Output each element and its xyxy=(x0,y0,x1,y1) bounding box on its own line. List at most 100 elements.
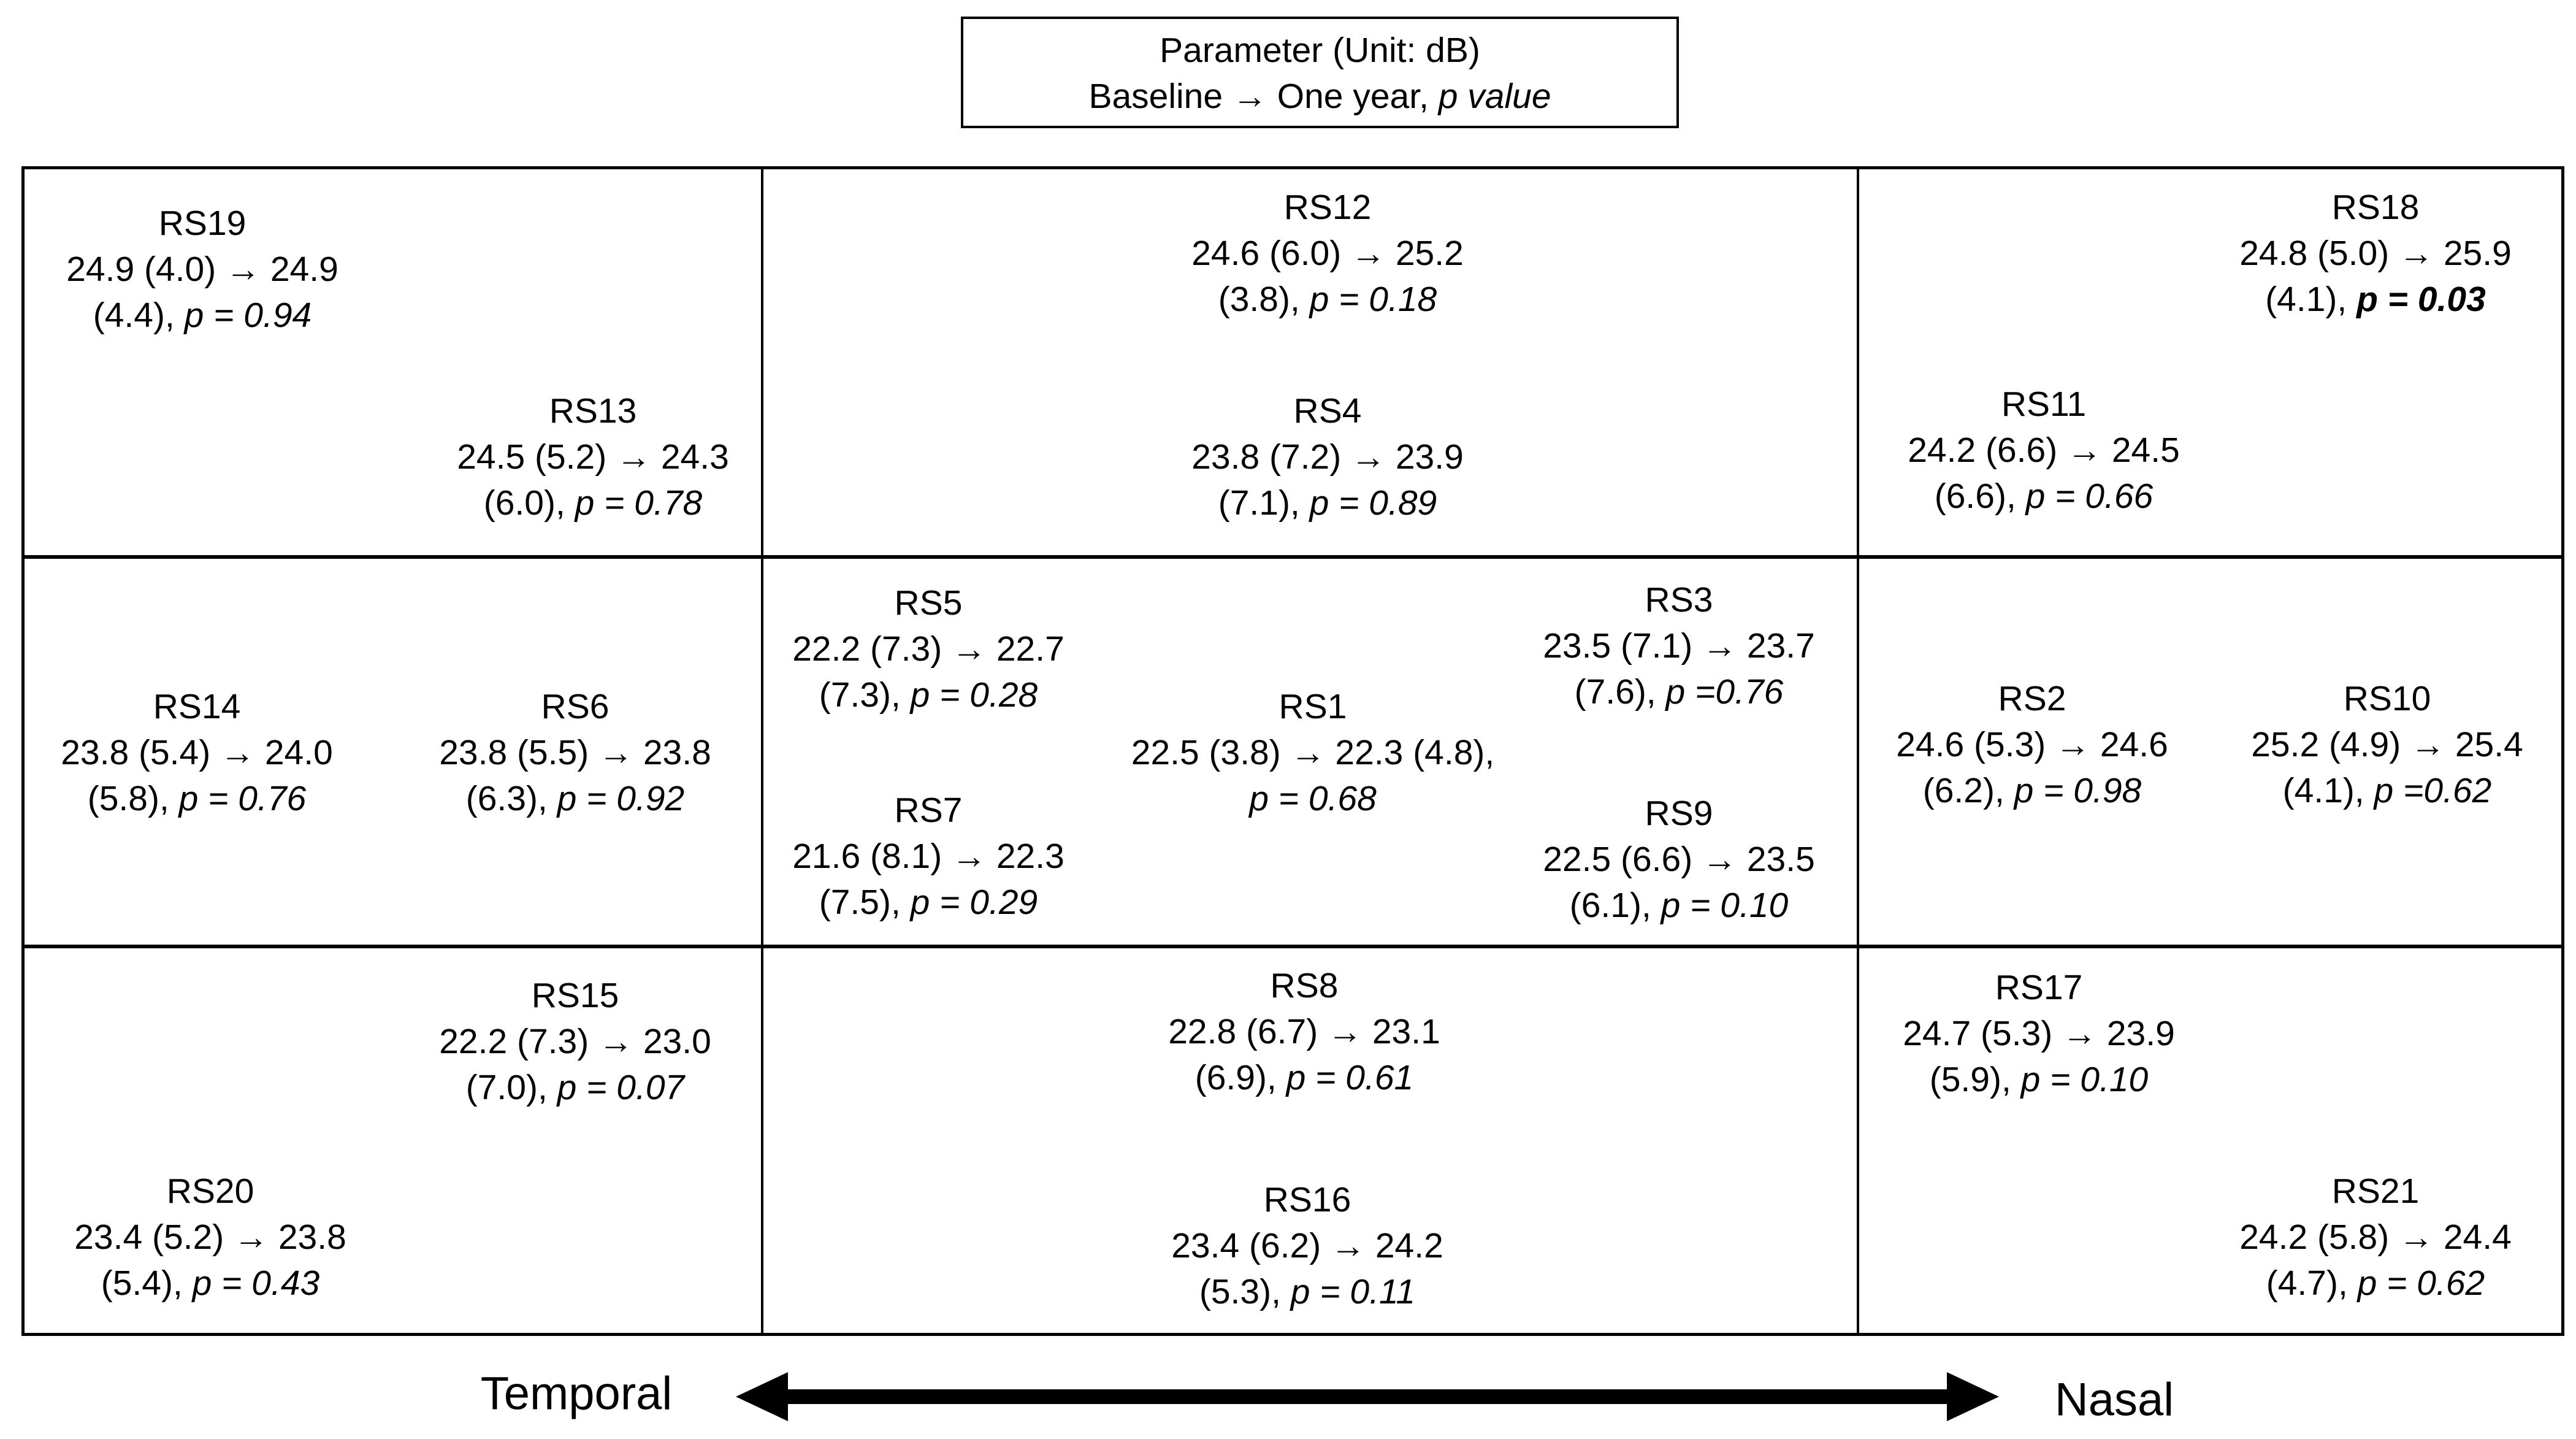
sector-sd-p: (7.1), p = 0.89 xyxy=(1218,483,1437,523)
p-value: p = 0.62 xyxy=(2357,1264,2485,1303)
sector-name: RS13 xyxy=(549,391,637,431)
sector-values: 24.9 (4.0) → 24.9 xyxy=(66,250,338,289)
p-value: p = 0.43 xyxy=(192,1264,320,1303)
sector-values: 24.7 (5.3) → 23.9 xyxy=(1903,1014,2175,1053)
p-value: p = 0.92 xyxy=(557,779,685,818)
sector-values: 23.8 (7.2) → 23.9 xyxy=(1191,437,1464,477)
sector-name: RS12 xyxy=(1283,188,1372,227)
sector-sd-p: (6.1), p = 0.10 xyxy=(1569,886,1789,925)
sector-name: RS17 xyxy=(1995,968,2083,1007)
sector-rs20: RS20 23.4 (5.2) → 23.8 (5.4), p = 0.43 xyxy=(74,1168,346,1307)
sector-rs6: RS6 23.8 (5.5) → 23.8 (6.3), p = 0.92 xyxy=(439,684,711,822)
p-value: p = 0.76 xyxy=(178,779,307,818)
sector-rs19: RS19 24.9 (4.0) → 24.9 (4.4), p = 0.94 xyxy=(66,201,338,339)
nasal-label: Nasal xyxy=(2054,1373,2174,1426)
sector-name: RS19 xyxy=(158,204,247,243)
p-value: p =0.62 xyxy=(2374,771,2492,810)
sector-sd-p: (6.2), p = 0.98 xyxy=(1922,771,2142,810)
sector-rs15: RS15 22.2 (7.3) → 23.0 (7.0), p = 0.07 xyxy=(439,973,711,1111)
p-value: p = 0.61 xyxy=(1286,1058,1414,1097)
sector-values: 23.4 (6.2) → 24.2 xyxy=(1171,1226,1443,1265)
sector-values: 23.4 (5.2) → 23.8 xyxy=(74,1218,346,1257)
sector-values: 24.2 (6.6) → 24.5 xyxy=(1908,431,2180,470)
sector-values: 24.6 (6.0) → 25.2 xyxy=(1191,234,1464,273)
sector-sd-p: (4.1), p = 0.03 xyxy=(2265,280,2486,319)
sector-rs14: RS14 23.8 (5.4) → 24.0 (5.8), p = 0.76 xyxy=(61,684,333,822)
sector-values: 23.5 (7.1) → 23.7 xyxy=(1543,626,1815,666)
legend-title: Parameter (Unit: dB) xyxy=(1160,31,1480,70)
sector-rs3: RS3 23.5 (7.1) → 23.7 (7.6), p =0.76 xyxy=(1543,577,1815,715)
sector-sd-p: (6.3), p = 0.92 xyxy=(465,779,685,818)
sector-sd-p: (5.4), p = 0.43 xyxy=(101,1264,320,1303)
sector-sd-p: (4.4), p = 0.94 xyxy=(93,296,312,335)
sector-values: 23.8 (5.4) → 24.0 xyxy=(61,733,333,772)
grid-divider xyxy=(761,166,763,1336)
sector-name: RS15 xyxy=(531,976,619,1015)
sector-rs2: RS2 24.6 (5.3) → 24.6 (6.2), p = 0.98 xyxy=(1896,676,2168,814)
sector-grid xyxy=(21,166,2564,1336)
sector-name: RS7 xyxy=(894,791,963,830)
sector-name: RS18 xyxy=(2331,188,2420,227)
sector-sd-p: (6.0), p = 0.78 xyxy=(483,483,703,523)
sector-values: 22.8 (6.7) → 23.1 xyxy=(1168,1012,1440,1051)
sector-sd-p: (4.1), p =0.62 xyxy=(2282,771,2492,810)
p-value: p = 0.28 xyxy=(910,675,1038,715)
legend-box: Parameter (Unit: dB) Baseline → One year… xyxy=(961,17,1679,128)
sector-name: RS8 xyxy=(1270,966,1339,1005)
p-value: p = 0.98 xyxy=(2014,771,2142,810)
grid-divider xyxy=(21,555,2564,559)
sector-name: RS9 xyxy=(1645,794,1713,833)
sector-name: RS5 xyxy=(894,583,963,623)
sector-sd-p: (7.6), p =0.76 xyxy=(1574,672,1784,712)
sector-rs5: RS5 22.2 (7.3) → 22.7 (7.3), p = 0.28 xyxy=(792,580,1064,718)
p-value: p = 0.66 xyxy=(2025,477,2154,516)
legend-format: Baseline → One year, p value xyxy=(1088,77,1551,116)
p-value: p = 0.94 xyxy=(184,296,312,335)
sector-name: RS6 xyxy=(541,687,610,726)
sector-values: 22.2 (7.3) → 22.7 xyxy=(792,629,1064,669)
sector-name: RS21 xyxy=(2331,1172,2420,1211)
grid-divider xyxy=(21,945,2564,948)
sector-rs7: RS7 21.6 (8.1) → 22.3 (7.5), p = 0.29 xyxy=(792,788,1064,926)
sector-sd-p: (7.3), p = 0.28 xyxy=(819,675,1038,715)
sector-values: 23.8 (5.5) → 23.8 xyxy=(439,733,711,772)
sector-rs16: RS16 23.4 (6.2) → 24.2 (5.3), p = 0.11 xyxy=(1171,1177,1443,1315)
grid-divider xyxy=(1857,166,1859,1336)
sector-values: 21.6 (8.1) → 22.3 xyxy=(792,837,1064,876)
p-value: p = 0.18 xyxy=(1309,280,1437,319)
sector-name: RS1 xyxy=(1278,687,1347,726)
sector-name: RS14 xyxy=(153,687,241,726)
sector-rs17: RS17 24.7 (5.3) → 23.9 (5.9), p = 0.10 xyxy=(1903,965,2175,1103)
sector-rs18: RS18 24.8 (5.0) → 25.9 (4.1), p = 0.03 xyxy=(2239,185,2512,323)
sector-rs21: RS21 24.2 (5.8) → 24.4 (4.7), p = 0.62 xyxy=(2239,1168,2512,1307)
sector-rs9: RS9 22.5 (6.6) → 23.5 (6.1), p = 0.10 xyxy=(1543,791,1815,929)
p-value: p = 0.11 xyxy=(1290,1272,1416,1311)
temporal-label: Temporal xyxy=(480,1367,673,1420)
p-value: p = 0.29 xyxy=(910,883,1038,922)
sector-rs8: RS8 22.8 (6.7) → 23.1 (6.9), p = 0.61 xyxy=(1168,963,1440,1101)
sector-sd-p: (5.8), p = 0.76 xyxy=(87,779,307,818)
sector-sd-p: (4.7), p = 0.62 xyxy=(2266,1264,2485,1303)
sector-values: 25.2 (4.9) → 25.4 xyxy=(2251,725,2523,764)
sector-values: 22.2 (7.3) → 23.0 xyxy=(439,1022,711,1061)
sector-rs1: RS1 22.5 (3.8) → 22.3 (4.8), p = 0.68 xyxy=(1131,684,1494,822)
p-value: p = 0.10 xyxy=(2020,1060,2149,1099)
p-value: p = 0.07 xyxy=(557,1068,685,1107)
sector-sd-p: (7.0), p = 0.07 xyxy=(465,1068,685,1107)
sector-name: RS11 xyxy=(2001,385,2087,424)
p-value: p =0.76 xyxy=(1665,672,1784,712)
sector-values: 22.5 (6.6) → 23.5 xyxy=(1543,840,1815,879)
p-value: p = 0.68 xyxy=(1249,779,1377,818)
sector-values: 24.5 (5.2) → 24.3 xyxy=(457,437,729,477)
sector-rs4: RS4 23.8 (7.2) → 23.9 (7.1), p = 0.89 xyxy=(1191,388,1464,526)
sector-name: RS2 xyxy=(1998,679,2066,718)
sector-sd-p: (6.6), p = 0.66 xyxy=(1934,477,2154,516)
sector-name: RS20 xyxy=(166,1172,254,1211)
sector-sd-p: (7.5), p = 0.29 xyxy=(819,883,1038,922)
sector-values: 24.2 (5.8) → 24.4 xyxy=(2239,1218,2512,1257)
double-arrow-icon xyxy=(736,1372,1999,1421)
sector-sd-p: (5.9), p = 0.10 xyxy=(1929,1060,2149,1099)
sector-sd-p: (3.8), p = 0.18 xyxy=(1218,280,1437,319)
sector-sd-p: (6.9), p = 0.61 xyxy=(1194,1058,1414,1097)
sector-sd-p: (5.3), p = 0.11 xyxy=(1199,1272,1416,1311)
